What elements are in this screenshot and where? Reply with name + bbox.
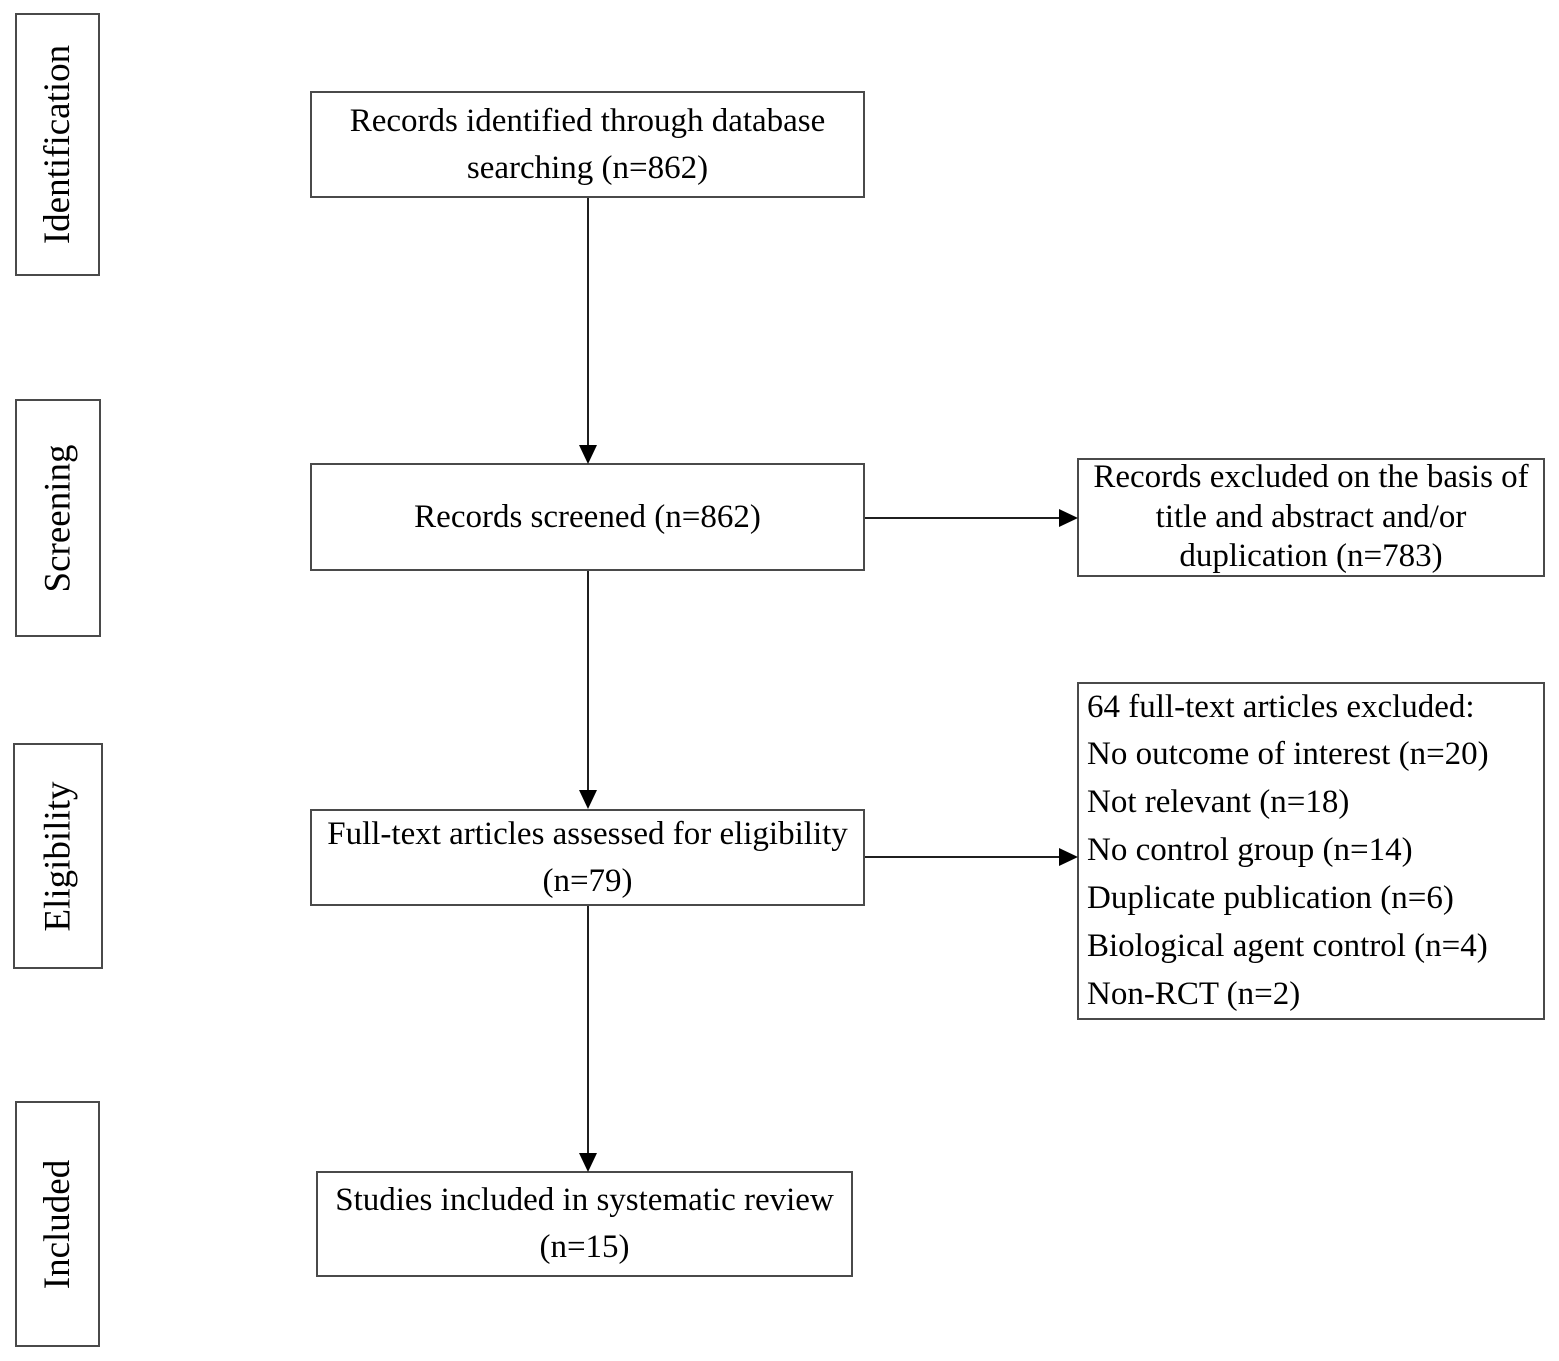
exclusion-reason: Biological agent control (n=4) [1087, 927, 1488, 964]
flow-box-text: Studies included in systematic review (n… [335, 1182, 834, 1265]
flow-box-text: Records identified through database sear… [349, 102, 826, 186]
exclusion-box-fulltext-excluded: 64 full-text articles excluded: No outco… [1077, 682, 1545, 1020]
arrowhead-down-icon [579, 1153, 597, 1172]
stage-label-text: Included [37, 1159, 79, 1289]
flow-box-fulltext-assessed: Full-text articles assessed for eligibil… [310, 809, 865, 906]
arrowhead-down-icon [579, 790, 597, 809]
exclusion-reason: Duplicate publication (n=6) [1087, 879, 1454, 916]
exclusion-box-records-excluded: Records excluded on the basis of title a… [1077, 458, 1545, 577]
flow-box-text: Full-text articles assessed for eligibil… [327, 815, 848, 899]
exclusion-reason: No outcome of interest (n=20) [1087, 736, 1489, 773]
flow-box-studies-included: Studies included in systematic review (n… [316, 1171, 853, 1277]
flow-box-records-identified: Records identified through database sear… [310, 91, 865, 198]
exclusion-reason: Not relevant (n=18) [1087, 784, 1350, 821]
flow-box-text: Records screened (n=862) [414, 498, 761, 535]
stage-label-text: Eligibility [37, 780, 79, 932]
exclusion-box-lines: 64 full-text articles excluded: No outco… [1087, 684, 1489, 1019]
stage-label-text: Screening [37, 444, 79, 592]
stage-label-included: Included [15, 1101, 100, 1347]
exclusion-reason: No control group (n=14) [1087, 832, 1413, 869]
arrowhead-right-icon [1059, 848, 1078, 866]
exclusion-reason: Non-RCT (n=2) [1087, 975, 1301, 1012]
arrowhead-right-icon [1059, 509, 1078, 527]
arrow-line-identified-to-screened [587, 198, 589, 446]
exclusion-box-text: Records excluded on the basis of title a… [1093, 459, 1529, 575]
exclusion-header: 64 full-text articles excluded: [1087, 688, 1475, 725]
stage-label-text: Identification [37, 44, 78, 245]
stage-label-eligibility: Eligibility [13, 743, 103, 969]
arrow-line-screened-to-fulltext [587, 571, 589, 791]
stage-label-identification: Identification [15, 13, 100, 276]
arrow-line-fulltext-to-included [587, 906, 589, 1154]
arrowhead-down-icon [579, 445, 597, 464]
flow-box-records-screened: Records screened (n=862) [310, 463, 865, 571]
arrow-line-screened-to-excluded [865, 517, 1061, 519]
stage-label-screening: Screening [15, 399, 101, 637]
arrow-line-fulltext-to-excluded [865, 856, 1061, 858]
